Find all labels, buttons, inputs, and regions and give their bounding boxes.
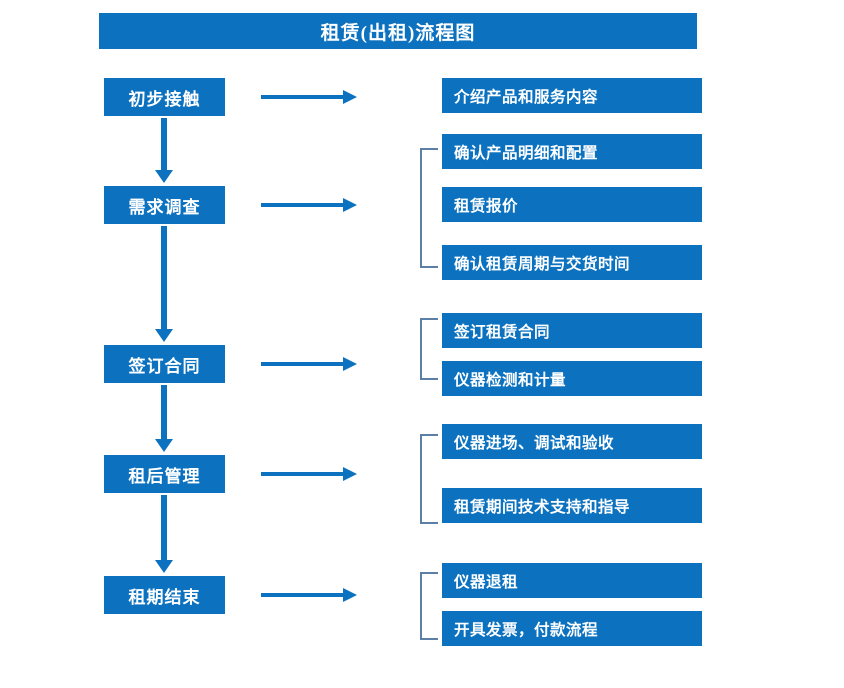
detail-box-3-1-label: 签订租赁合同	[454, 323, 551, 341]
down-arrow-icon-2-3	[155, 226, 173, 343]
right-arrow-icon-3	[261, 356, 357, 372]
stage-box-3-label: 签订合同	[128, 356, 201, 376]
detail-box-3-1[interactable]: 签订租赁合同	[442, 313, 702, 348]
group-bracket-3	[420, 318, 438, 380]
detail-box-3-2-label: 仪器检测和计量	[454, 371, 567, 389]
detail-box-2-1[interactable]: 确认产品明细和配置	[442, 134, 702, 169]
stage-box-4[interactable]: 租后管理	[104, 455, 225, 493]
detail-box-2-2[interactable]: 租赁报价	[442, 187, 702, 222]
diagram-title: 租赁(出租)流程图	[99, 13, 697, 49]
detail-box-1-1[interactable]: 介绍产品和服务内容	[442, 78, 702, 113]
detail-box-5-2-label: 开具发票，付款流程	[454, 621, 599, 639]
stage-box-4-label: 租后管理	[128, 466, 201, 486]
detail-box-2-1-label: 确认产品明细和配置	[454, 144, 599, 162]
stage-box-2-label: 需求调查	[128, 197, 201, 217]
stage-box-1[interactable]: 初步接触	[104, 78, 225, 116]
group-bracket-5	[420, 572, 438, 640]
right-arrow-icon-4	[261, 466, 357, 482]
detail-box-5-1[interactable]: 仪器退租	[442, 563, 702, 598]
stage-box-3[interactable]: 签订合同	[104, 345, 225, 383]
detail-box-4-2-label: 租赁期间技术支持和指导	[454, 498, 631, 516]
right-arrow-icon-1	[261, 89, 357, 105]
stage-box-5[interactable]: 租期结束	[104, 576, 225, 614]
detail-box-2-2-label: 租赁报价	[454, 197, 519, 215]
down-arrow-icon-1-2	[155, 118, 173, 184]
detail-box-2-3-label: 确认租赁周期与交货时间	[454, 255, 631, 273]
down-arrow-icon-4-5	[155, 495, 173, 574]
detail-box-4-1[interactable]: 仪器进场、调试和验收	[442, 424, 702, 459]
right-arrow-icon-5	[261, 587, 357, 603]
group-bracket-2	[420, 148, 438, 268]
detail-box-1-1-label: 介绍产品和服务内容	[454, 88, 599, 106]
stage-box-1-label: 初步接触	[128, 89, 201, 109]
detail-box-3-2[interactable]: 仪器检测和计量	[442, 361, 702, 396]
detail-box-5-1-label: 仪器退租	[454, 573, 519, 591]
stage-box-5-label: 租期结束	[128, 587, 201, 607]
right-arrow-icon-2	[261, 197, 357, 213]
group-bracket-4	[420, 434, 438, 524]
detail-box-2-3[interactable]: 确认租赁周期与交货时间	[442, 245, 702, 280]
detail-box-4-2[interactable]: 租赁期间技术支持和指导	[442, 488, 702, 523]
detail-box-4-1-label: 仪器进场、调试和验收	[454, 434, 615, 452]
stage-box-2[interactable]: 需求调查	[104, 186, 225, 224]
down-arrow-icon-3-4	[155, 385, 173, 453]
detail-box-5-2[interactable]: 开具发票，付款流程	[442, 611, 702, 646]
